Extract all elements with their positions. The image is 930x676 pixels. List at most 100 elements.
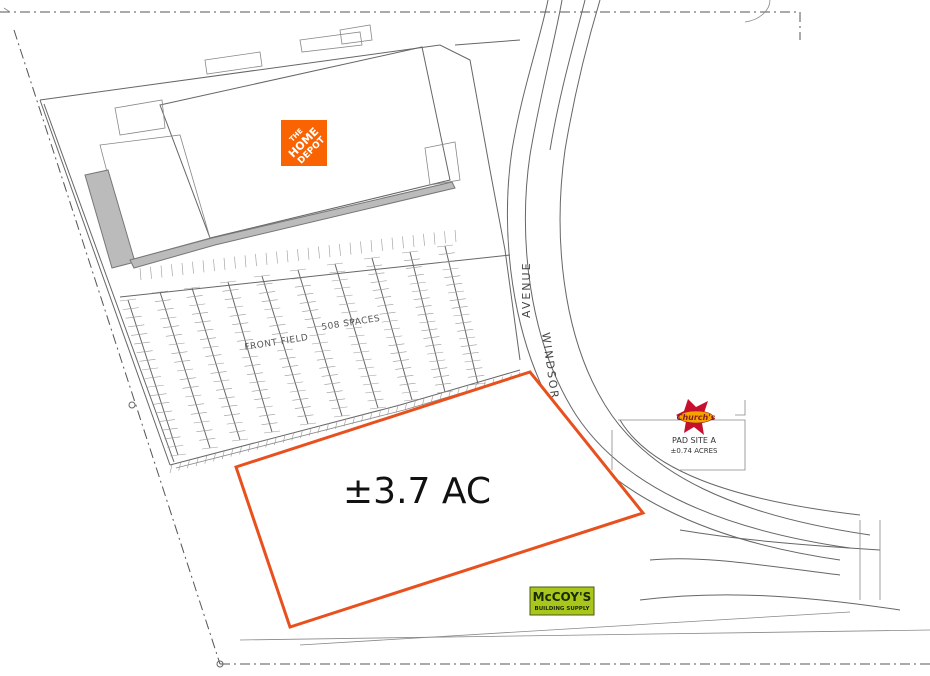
parking-field-label: FRONT FIELD — [244, 333, 309, 353]
home-depot-building — [84, 24, 461, 269]
parking-stall — [230, 448, 234, 457]
parking-stall — [246, 372, 263, 375]
parking-stall — [232, 322, 249, 325]
parking-stall — [300, 430, 303, 439]
parking-stall — [241, 355, 259, 359]
parking-stall — [271, 332, 288, 335]
parking-stall — [377, 304, 394, 307]
parking-stall — [201, 446, 219, 450]
parking-stall — [161, 427, 178, 431]
parking-stall — [343, 418, 347, 427]
parking-stall — [167, 445, 184, 448]
parking-stall — [297, 414, 314, 418]
parking-stall — [462, 352, 479, 355]
parking-stall — [266, 315, 283, 319]
parking-stall — [195, 457, 199, 467]
parking-stall — [131, 333, 148, 336]
parking-stall — [381, 319, 398, 323]
parking-stall — [178, 462, 181, 471]
parking-stall — [292, 398, 309, 401]
parking-stall — [421, 328, 438, 332]
parking-stall — [369, 406, 387, 410]
parcel-acreage-label: ±3.7 AC — [343, 471, 491, 512]
parking-stall — [319, 366, 336, 369]
parking-stall — [213, 453, 216, 462]
parking-stall — [333, 414, 351, 418]
parking-stall — [358, 366, 375, 370]
parking-stall — [202, 260, 205, 273]
mccoys-logo-name: McCOY'S — [533, 590, 592, 604]
parking-stall — [213, 259, 215, 272]
parking-stall — [435, 382, 452, 386]
parking-stall — [224, 297, 241, 300]
parking-stall — [255, 254, 257, 267]
parking-stall — [307, 247, 310, 260]
parking-stall — [318, 246, 320, 259]
parking-stall — [460, 344, 477, 347]
parking-stall — [379, 311, 396, 315]
parking-stall — [336, 294, 353, 298]
parking-stall — [466, 367, 483, 370]
parking-stall — [205, 354, 222, 357]
parking-stall — [158, 419, 175, 422]
parking-stall — [431, 367, 448, 370]
parking-stall — [169, 453, 187, 457]
parking-stall — [269, 324, 286, 327]
parking-stall — [404, 402, 408, 411]
parking-stall — [157, 308, 174, 311]
parking-stall — [226, 421, 243, 425]
parking-stall — [360, 241, 362, 254]
parking-stall — [314, 349, 331, 353]
parking-stall — [468, 375, 485, 378]
parking-stall — [444, 275, 461, 278]
parking-stall — [454, 229, 457, 243]
parking-stall — [440, 260, 457, 263]
parking-stall — [427, 351, 444, 355]
parking-stall — [415, 305, 432, 308]
churchs-logo-text: Church's — [677, 413, 716, 422]
parking-stall — [425, 344, 442, 347]
parking-stall — [386, 335, 403, 339]
mccoys-lot-lines — [239, 520, 930, 646]
parking-stall — [368, 272, 385, 276]
parking-stall — [299, 301, 316, 304]
parking-stall — [218, 396, 235, 400]
parking-stall — [249, 380, 266, 384]
parking-stall — [299, 422, 317, 426]
parking-stall — [153, 402, 170, 405]
parking-stall — [411, 289, 428, 293]
parking-stall — [156, 410, 173, 414]
parking-stall — [279, 356, 296, 360]
parking-stall — [128, 324, 145, 328]
pad-site-name: PAD SITE A — [672, 436, 716, 445]
parking-stall — [210, 371, 227, 374]
parking-stall — [442, 267, 459, 271]
pad-site-acreage: ±0.74 ACRES — [671, 447, 719, 455]
parking-stall — [294, 284, 311, 288]
parking-stall — [366, 264, 383, 268]
parking-stall — [294, 406, 311, 409]
parking-stall — [154, 299, 171, 302]
parking-stall — [328, 245, 331, 258]
parking-stall — [469, 382, 487, 386]
parking-stall — [413, 399, 416, 408]
parking-stall — [391, 237, 394, 250]
parking-stall — [433, 232, 436, 245]
parking-stall — [229, 314, 246, 317]
parking-stall — [331, 278, 348, 282]
parking-stall — [321, 374, 338, 377]
parking-stall — [361, 413, 364, 422]
parking-stall — [464, 359, 481, 363]
parking-stall — [221, 450, 225, 460]
parking-stall — [297, 248, 299, 262]
parking-stall — [438, 252, 455, 255]
parking-stall — [196, 429, 213, 432]
parking-stall — [369, 411, 373, 420]
parking-stall — [352, 416, 355, 425]
parking-stall — [326, 390, 343, 393]
parking-stall — [291, 432, 295, 441]
parking-stall — [372, 288, 389, 291]
parking-stall — [168, 342, 185, 346]
parking-stall — [422, 397, 425, 406]
parking-stall — [139, 267, 142, 281]
